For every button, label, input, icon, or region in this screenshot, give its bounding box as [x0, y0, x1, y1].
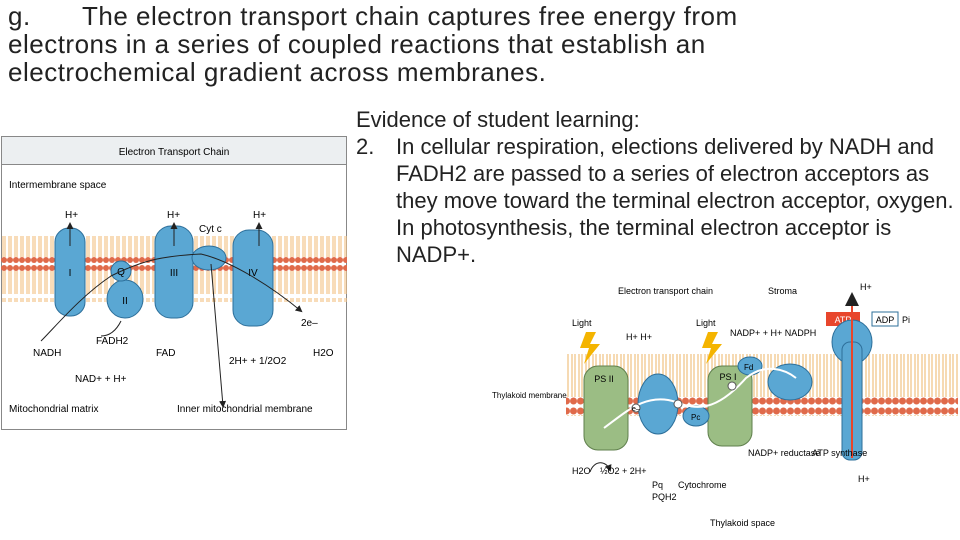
pc-label: Pc: [691, 413, 700, 422]
evidence-item: 2. In cellular respiration, elections de…: [356, 133, 956, 268]
h-plus-bottom: H+: [858, 474, 870, 484]
h-plus-2: H+: [167, 210, 180, 221]
oxygen-label-2: ½O2 + 2H+: [600, 466, 647, 476]
fig1-title: Electron Transport Chain: [119, 147, 230, 158]
complex-iv: [232, 229, 274, 327]
thylakoid-membrane-label: Thylakoid membrane: [492, 391, 567, 400]
photosystem-ii: [583, 365, 629, 451]
heading-text: The electron transport chain captures fr…: [8, 1, 738, 87]
nadp-reaction: NADP+ + H+ NADPH: [730, 328, 816, 338]
fad-label: FAD: [156, 348, 175, 359]
electron-label: e–: [632, 406, 640, 413]
light-label-1: Light: [572, 318, 592, 328]
h-plus-top: H+: [860, 282, 872, 292]
cytc-label: Cyt c: [199, 224, 222, 235]
pqh2-label: PQH2: [652, 492, 677, 502]
cytochrome-complex: [637, 373, 679, 435]
photosynthesis-etc-figure: Electron transport chain Stroma H+ Light…: [492, 282, 958, 528]
h-plus-pair: H+ H+: [626, 332, 652, 342]
stroma-label: Stroma: [768, 286, 797, 296]
inner-membrane-label: Inner mitochondrial membrane: [177, 404, 313, 415]
cytochrome-label: Cytochrome: [678, 480, 727, 490]
water-label: H2O: [313, 348, 334, 359]
mitochondria-etc-figure: Electron Transport Chain Intermembrane s…: [1, 136, 347, 430]
nad-label: NAD+ + H+: [75, 374, 127, 385]
two-electrons-label: 2e–: [301, 318, 318, 329]
cytochrome-c: [191, 245, 227, 271]
complex-iii-label: III: [170, 268, 178, 279]
fd-label: Fd: [744, 363, 753, 372]
nadp-reductase-label: NADP+ reductase: [748, 448, 820, 458]
atp-synthase-label: ATP synthase: [812, 448, 867, 458]
adp-box: [871, 311, 899, 327]
etc-label: Electron transport chain: [618, 286, 713, 296]
water-label-2: H2O: [572, 466, 591, 476]
ps1-label: PS I: [719, 372, 736, 382]
q-label: Q: [117, 267, 125, 278]
complex-ii-label: II: [122, 296, 128, 307]
heading-letter: g.: [8, 1, 31, 31]
evidence-item-number: 2.: [356, 134, 375, 159]
pi-label: Pi: [902, 315, 910, 325]
h-plus-1: H+: [65, 210, 78, 221]
light-label-2: Light: [696, 318, 716, 328]
slide-heading: g.The electron transport chain captures …: [8, 2, 808, 86]
intermembrane-label: Intermembrane space: [9, 180, 107, 191]
evidence-title: Evidence of student learning:: [356, 107, 640, 132]
complex-i-label: I: [69, 268, 72, 279]
light-bolt-2: [702, 332, 722, 364]
evidence-block: Evidence of student learning: 2. In cell…: [356, 106, 956, 268]
adp-label: ADP: [876, 315, 895, 325]
fadh2-label: FADH2: [96, 336, 129, 347]
ps2-label: PS II: [594, 374, 614, 384]
oxygen-reaction-label: 2H+ + 1/2O2: [229, 356, 287, 367]
h-plus-3: H+: [253, 210, 266, 221]
pq-label: Pq: [652, 480, 663, 490]
atp-label: ATP: [835, 315, 852, 325]
nadp-reductase-protein: [767, 363, 813, 401]
complex-iv-label: IV: [248, 268, 258, 279]
evidence-item-text: In cellular respiration, elections deliv…: [396, 134, 954, 267]
matrix-label: Mitochondrial matrix: [9, 404, 98, 415]
thylakoid-space-label: Thylakoid space: [710, 518, 775, 528]
light-bolt-1: [580, 332, 600, 364]
nadh-label: NADH: [33, 348, 61, 359]
